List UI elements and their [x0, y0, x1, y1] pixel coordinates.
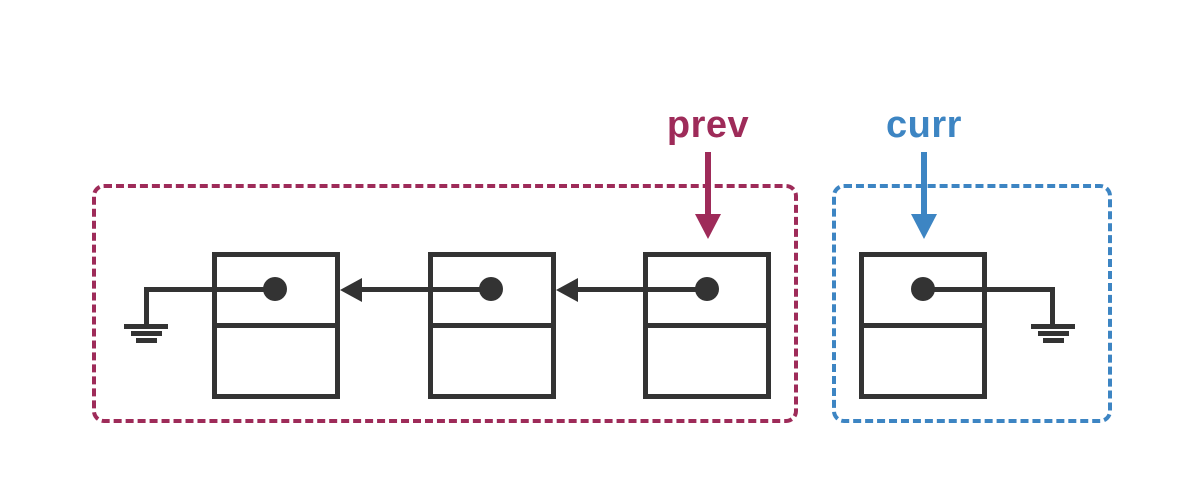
node3-next-arrowhead-icon: [556, 278, 578, 302]
node2-next-arrowhead-icon: [340, 278, 362, 302]
node1-pointer-dot: [263, 277, 287, 301]
data-cell: [217, 328, 335, 394]
node4-null-pointer-line: [923, 287, 1055, 292]
node3-next-pointer-line: [574, 287, 708, 292]
prev-group-box: [92, 184, 798, 423]
prev-arrowhead-icon: [695, 214, 721, 239]
node1-null-pointer-drop: [144, 287, 149, 326]
node1-null-pointer-line: [146, 287, 275, 292]
data-cell: [648, 328, 766, 394]
prev-arrow-line: [705, 152, 711, 215]
node2-pointer-dot: [479, 277, 503, 301]
data-cell: [864, 328, 982, 394]
prev-label: prev: [666, 104, 750, 146]
curr-arrowhead-icon: [911, 214, 937, 239]
list-node-2: [428, 252, 556, 399]
list-node-1: [212, 252, 340, 399]
null-ground-icon: [1031, 324, 1075, 343]
node2-next-pointer-line: [358, 287, 492, 292]
pointer-cell: [648, 257, 766, 328]
list-node-3: [643, 252, 771, 399]
data-cell: [433, 328, 551, 394]
node4-null-pointer-drop: [1050, 287, 1055, 326]
curr-group-box: [832, 184, 1112, 423]
null-ground-icon: [124, 324, 168, 343]
pointer-cell: [864, 257, 982, 328]
pointer-cell: [217, 257, 335, 328]
curr-label: curr: [886, 104, 962, 146]
list-node-4: [859, 252, 987, 399]
curr-arrow-line: [921, 152, 927, 215]
pointer-cell: [433, 257, 551, 328]
node4-pointer-dot: [911, 277, 935, 301]
node3-pointer-dot: [695, 277, 719, 301]
